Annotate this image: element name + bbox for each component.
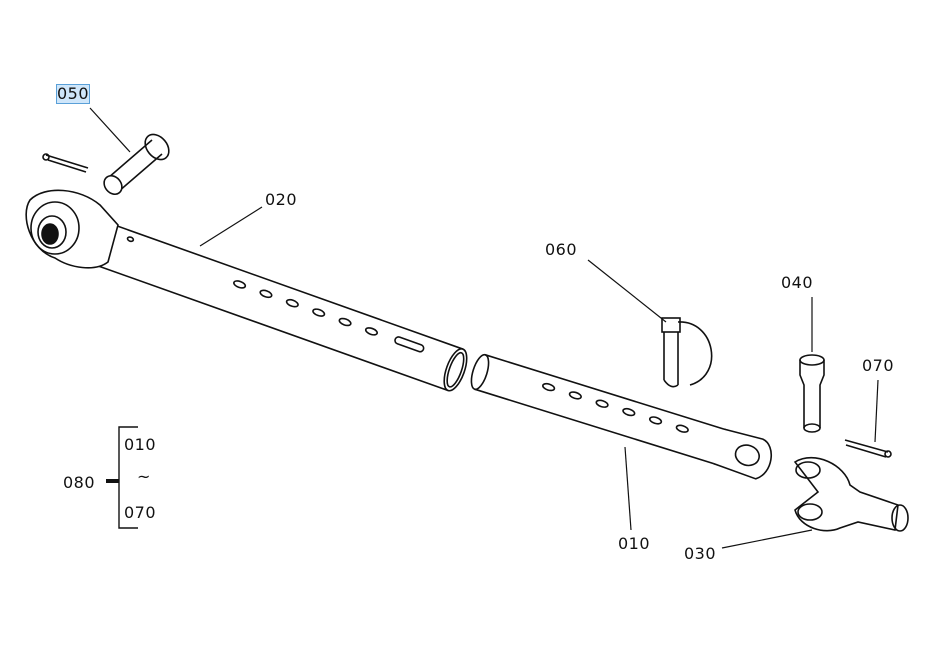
assembly-label-080[interactable]: 080 bbox=[63, 473, 96, 492]
part-050-pin[interactable] bbox=[100, 130, 173, 198]
callout-010[interactable]: 010 bbox=[618, 534, 651, 553]
part-030-yoke[interactable] bbox=[793, 456, 909, 532]
part-060-lynch-pin[interactable] bbox=[661, 317, 713, 388]
part-040-pin[interactable] bbox=[799, 354, 825, 433]
cotter-pin-left bbox=[42, 153, 89, 173]
assembly-bracket bbox=[106, 426, 138, 529]
assembly-range-separator: ~ bbox=[137, 467, 151, 486]
assembly-range-start: 010 bbox=[124, 435, 157, 454]
callout-070[interactable]: 070 bbox=[862, 356, 895, 375]
ball-joint-end bbox=[25, 189, 119, 269]
adjust-holes bbox=[542, 382, 689, 433]
part-070-cotter-pin[interactable] bbox=[844, 439, 892, 458]
callout-020[interactable]: 020 bbox=[265, 190, 298, 209]
callout-030[interactable]: 030 bbox=[684, 544, 717, 563]
part-010-lower-tube[interactable] bbox=[467, 351, 776, 482]
leader-lines bbox=[89, 107, 879, 549]
callout-040[interactable]: 040 bbox=[781, 273, 814, 292]
callout-050[interactable]: 050 bbox=[55, 84, 91, 104]
part-020-upper-tube[interactable] bbox=[97, 223, 472, 393]
callout-060[interactable]: 060 bbox=[545, 240, 578, 259]
adjust-holes bbox=[126, 236, 425, 353]
assembly-range-end: 070 bbox=[124, 503, 157, 522]
